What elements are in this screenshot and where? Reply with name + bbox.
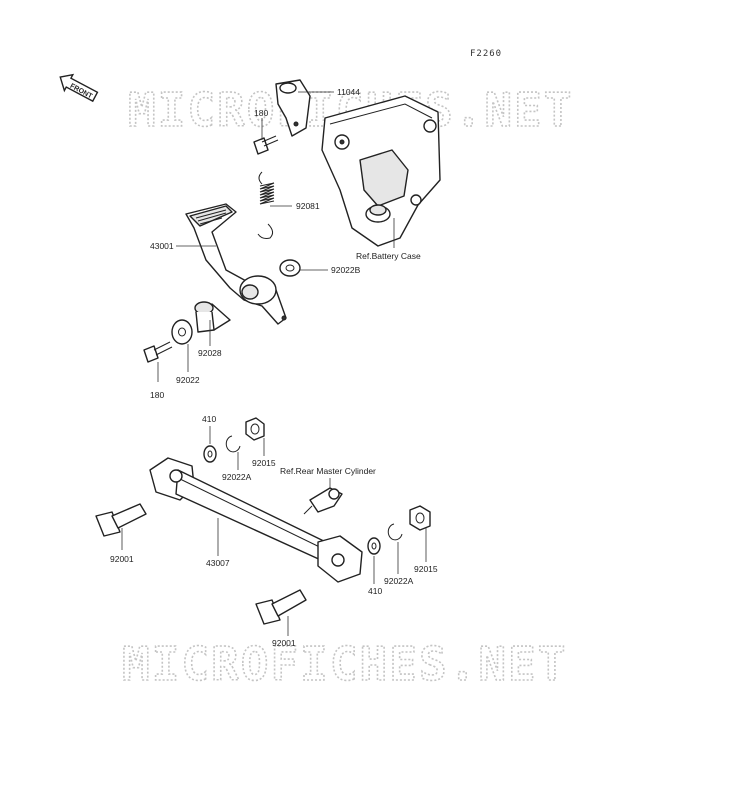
- callout-410-top: 410: [202, 414, 216, 424]
- part-43001-brake-pedal: [185, 203, 287, 325]
- figure-code: F2260: [470, 49, 502, 59]
- leader-lines: [121, 91, 427, 636]
- part-92015-nut-bottom: [409, 505, 431, 531]
- callout-92022: 92022: [176, 375, 200, 385]
- callout-92081: 92081: [296, 201, 320, 211]
- callout-92015-top: 92015: [252, 458, 276, 468]
- part-92081-spring: [257, 171, 275, 239]
- callout-11044: 11044: [337, 87, 360, 97]
- front-arrow-icon: FRONT: [59, 73, 99, 103]
- part-92022-washer: [171, 319, 193, 345]
- part-180-bolt-bottom: [143, 341, 173, 363]
- rear-master-cylinder-clevis: [303, 487, 343, 515]
- part-92001-bolt-bottom: [255, 589, 307, 625]
- callout-ref-rear-master-cylinder: Ref.Rear Master Cylinder: [280, 466, 376, 476]
- part-180-bolt-top: [253, 135, 279, 155]
- callout-92022a-top: 92022A: [222, 472, 252, 482]
- callout-ref-battery-case: Ref.Battery Case: [356, 251, 421, 261]
- part-43007-brake-rod: [149, 457, 363, 583]
- part-410-pin-bottom: [367, 537, 381, 555]
- part-92022a-washer-top: [225, 435, 241, 453]
- callout-92022b: 92022B: [331, 265, 361, 275]
- part-92015-nut-top: [245, 417, 265, 441]
- callout-180-bottom: 180: [150, 390, 164, 400]
- callout-43001: 43001: [150, 241, 174, 251]
- callout-43007: 43007: [206, 558, 230, 568]
- callout-92015-bottom: 92015: [414, 564, 438, 574]
- part-410-pin-top: [203, 445, 217, 463]
- part-92022b-washer: [279, 259, 301, 277]
- watermark-bottom: MICROFICHES.NET: [122, 637, 567, 691]
- battery-case-bracket: [321, 95, 441, 247]
- callout-410-bottom: 410: [368, 586, 382, 596]
- part-92022a-washer-bottom: [387, 523, 403, 541]
- part-92028-bushing: [194, 301, 231, 333]
- callout-92022a-bottom: 92022A: [384, 576, 414, 586]
- callout-92001-left: 92001: [110, 554, 134, 564]
- callout-92001-bottom: 92001: [272, 638, 296, 648]
- part-11044-bracket: [275, 79, 311, 137]
- callout-180-top: 180: [254, 108, 268, 118]
- callout-92028: 92028: [198, 348, 222, 358]
- part-92001-bolt-left: [95, 503, 147, 537]
